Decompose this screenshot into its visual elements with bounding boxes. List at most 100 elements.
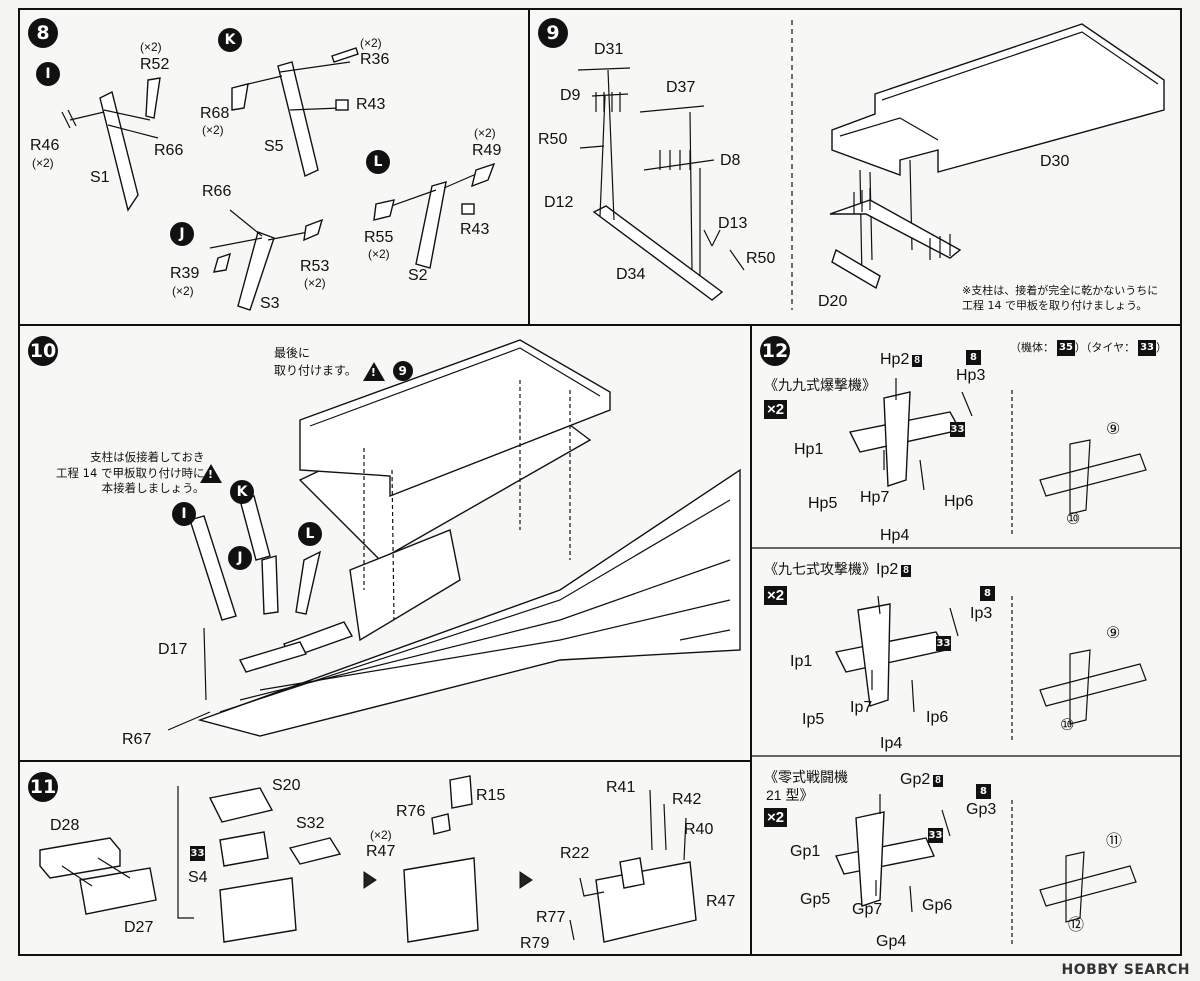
quantity-badge: ×2 (764, 808, 788, 827)
part-label: S3 (260, 295, 280, 312)
part-label: D28 (50, 817, 80, 834)
part-label: R36 (360, 51, 390, 68)
multiplier-label: (×2) (202, 123, 224, 137)
step-number: 10 (28, 336, 58, 366)
deck-d30-drawing (791, 20, 1165, 310)
part-label: R43 (460, 221, 490, 238)
frame-s1-drawing (61, 77, 161, 212)
part-label: Ip3 (970, 605, 993, 622)
attach-last-note: 最後に 取り付けます。 9 (274, 345, 413, 382)
sub-step-l: L (298, 522, 322, 546)
warning-icon (200, 464, 222, 483)
decal-number: ⑨ (1106, 421, 1121, 438)
frame-s2-drawing (373, 162, 496, 269)
sub-step-j: J (170, 222, 194, 246)
aircraft-title: 《零式戦闘機 (764, 769, 848, 785)
quantity-badge: ×2 (764, 400, 788, 419)
sub-step-k: K (218, 28, 242, 52)
panel-step-12 (750, 324, 1182, 956)
step-number: 9 (538, 18, 568, 48)
part-label: Gp3 (966, 801, 997, 818)
warning-icon (362, 361, 385, 381)
multiplier-label: (×2) (172, 284, 194, 298)
step-number: 8 (28, 18, 58, 48)
part-label: Gp5 (800, 891, 831, 908)
multiplier-label: (×2) (368, 247, 390, 261)
part-label: R47 (706, 893, 736, 910)
temporary-glue-note: 支柱は仮接着しておき 工程 14 で甲板取り付け時に 本接着しましょう。 (56, 450, 205, 496)
ship-hull-drawing (167, 339, 741, 737)
part-label: D20 (818, 293, 848, 310)
part-label: D31 (594, 41, 624, 58)
multiplier-label: (×2) (32, 156, 54, 170)
part-label: D27 (124, 919, 154, 936)
mast-d34-drawing (577, 67, 745, 301)
part-label: Hp7 (860, 489, 890, 506)
part-label: R50 (746, 250, 776, 267)
sub-step-j: J (228, 546, 252, 570)
color-legend: （機体：35）（タイヤ：33） (1010, 340, 1168, 356)
color-number: 8 (966, 350, 981, 365)
multiplier-label: (×2) (360, 36, 382, 50)
part-label: R55 (364, 229, 394, 246)
part-label: D30 (1040, 153, 1070, 170)
multiplier-label: (×2) (140, 40, 162, 54)
decal-number: ⑩ (1060, 717, 1075, 734)
decal-number: ⑨ (1106, 625, 1121, 642)
step-number: 11 (28, 772, 58, 802)
part-label: R77 (536, 909, 566, 926)
sub-step-i: I (36, 62, 60, 86)
decal-number: ⑪ (1106, 833, 1123, 850)
part-label: R50 (538, 131, 568, 148)
step-11-drawings (39, 775, 697, 943)
color-number: 33 (190, 846, 205, 861)
part-label: D37 (666, 79, 696, 96)
part-label: Ip7 (850, 699, 873, 716)
step-number: 12 (760, 336, 790, 366)
part-label: R66 (154, 142, 184, 159)
sub-step-i: I (172, 502, 196, 526)
part-label: S4 (188, 869, 208, 886)
part-label: S2 (408, 267, 428, 284)
multiplier-label: (×2) (474, 126, 496, 140)
part-label: Ip5 (802, 711, 825, 728)
aircraft-title: 《九九式爆撃機》 (764, 377, 876, 393)
part-label: R79 (520, 935, 550, 952)
part-label: D12 (544, 194, 574, 211)
part-label: R43 (356, 96, 386, 113)
part-label: R41 (606, 779, 636, 796)
part-label: S32 (296, 815, 325, 832)
part-label: S20 (272, 777, 301, 794)
part-label: D34 (616, 266, 646, 283)
frame-s5-drawing (231, 47, 359, 177)
part-label: S1 (90, 169, 110, 186)
watermark: HOBBY SEARCH (1061, 962, 1190, 978)
sub-step-k: K (230, 480, 254, 504)
frame-s3-drawing (209, 209, 324, 311)
color-number: 33 (936, 636, 951, 651)
part-label: D13 (718, 215, 748, 232)
part-label: R53 (300, 258, 330, 275)
part-label: R42 (672, 791, 702, 808)
part-label: R66 (202, 183, 232, 200)
part-label: Hp6 (944, 493, 974, 510)
part-label: D8 (720, 152, 741, 169)
part-label: Hp5 (808, 495, 838, 512)
part-label: Gp7 (852, 901, 883, 918)
part-label: Gp6 (922, 897, 953, 914)
part-label: Ip1 (790, 653, 813, 670)
part-label: Ip6 (926, 709, 949, 726)
decal-number: ⑩ (1066, 511, 1081, 528)
part-label: R22 (560, 845, 590, 862)
step-ref-badge: 9 (392, 361, 413, 382)
part-label: R52 (140, 56, 170, 73)
part-label: R76 (396, 803, 426, 820)
color-number: 33 (928, 828, 943, 843)
part-label: Gp1 (790, 843, 821, 860)
aircraft-title: 21 型》 (766, 787, 814, 803)
part-label: D9 (560, 87, 581, 104)
part-label: R68 (200, 105, 230, 122)
